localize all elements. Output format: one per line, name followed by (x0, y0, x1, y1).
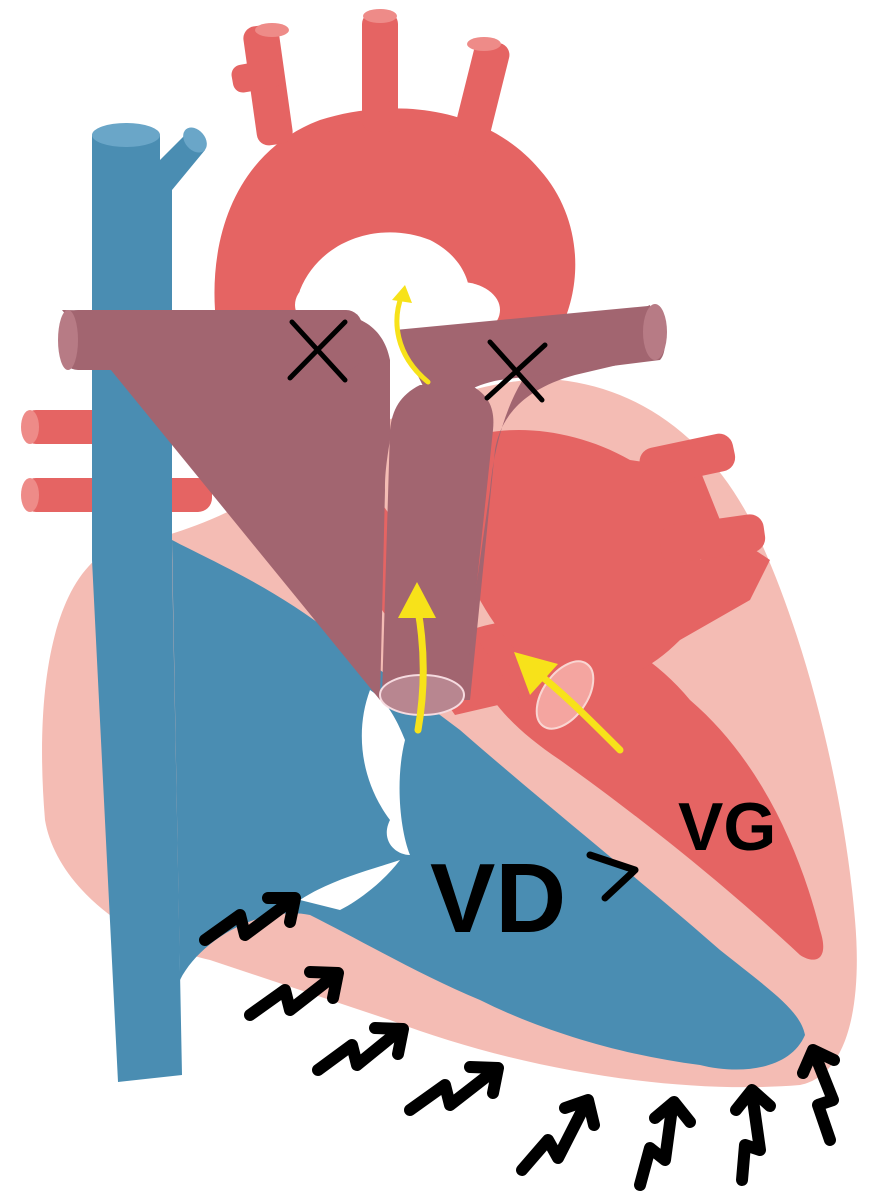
vessel-opening (363, 9, 397, 23)
vessel-opening (255, 23, 289, 37)
vessel-opening (21, 410, 39, 444)
vessel-opening (92, 123, 160, 147)
zigzag-arrow-icon (410, 1067, 498, 1110)
vessel-opening (467, 37, 501, 51)
vessel-opening (58, 310, 78, 370)
vessel-opening (21, 478, 39, 512)
vessel-opening (643, 304, 667, 360)
zigzag-arrow-icon (640, 1102, 690, 1185)
label-left-ventricle: VG (678, 789, 776, 865)
zigzag-arrow-icon (522, 1100, 594, 1170)
label-right-ventricle: VD (430, 843, 566, 953)
aortic-branch (362, 12, 398, 132)
zigzag-arrow-icon (736, 1090, 770, 1180)
pulmonary-artery-left-branch (62, 310, 362, 370)
zigzag-arrow-icon (318, 1028, 403, 1070)
zigzag-arrow-icon (803, 1050, 834, 1140)
